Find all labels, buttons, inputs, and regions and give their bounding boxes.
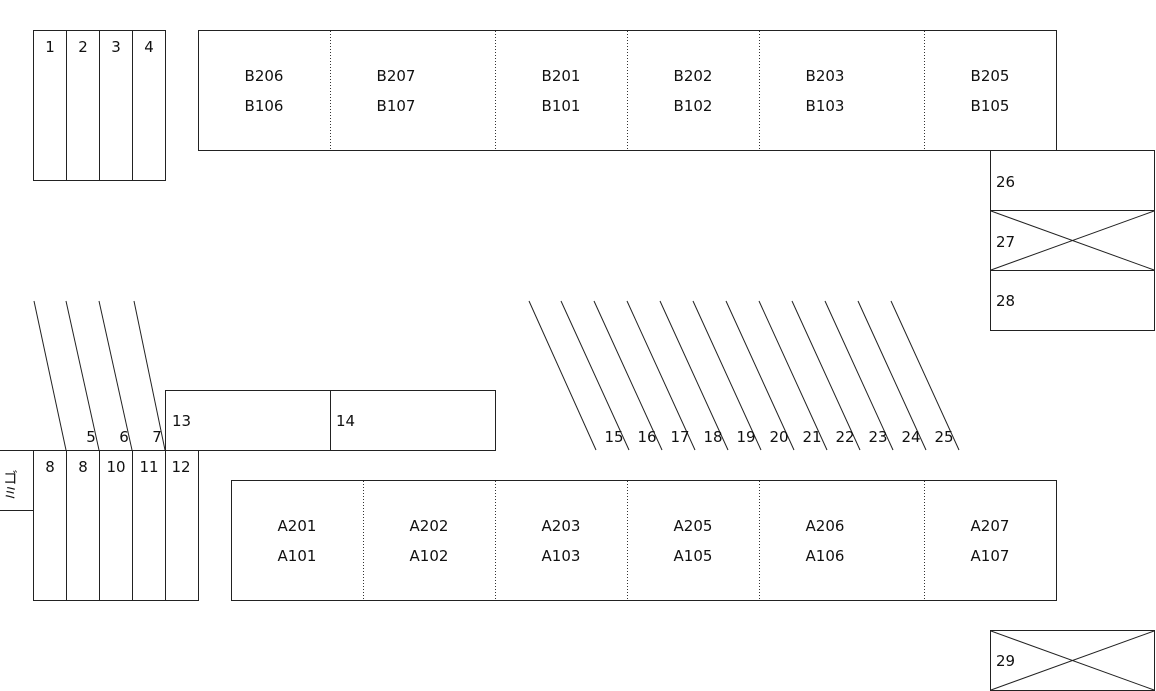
garbage-label: ゴミ (1, 470, 19, 500)
unit-label: A202 (410, 517, 449, 535)
space-label-18: 18 (703, 428, 722, 446)
unit-label: A107 (971, 547, 1010, 565)
unit-label: B207 (377, 67, 416, 85)
parking-space-29: 29 (990, 630, 1155, 691)
space-label-15: 15 (604, 428, 623, 446)
building-b: B206 B106 B207 B107 B201 B101 B202 B102 … (198, 30, 1057, 151)
unit-label: B203 (806, 67, 845, 85)
space-label-29: 29 (996, 652, 1015, 670)
space-label-3: 3 (111, 38, 121, 56)
space-label-5: 5 (86, 428, 96, 446)
space-label-16: 16 (637, 428, 656, 446)
unit-label: A102 (410, 547, 449, 565)
space-label-24: 24 (901, 428, 920, 446)
unit-label: A205 (674, 517, 713, 535)
space-label-22: 22 (835, 428, 854, 446)
angled-spaces-15-25: 15 16 17 18 19 20 21 22 23 24 25 (528, 300, 960, 451)
space-label-10: 10 (106, 458, 125, 476)
parking-block-26-28: 26 27 28 (990, 150, 1155, 331)
space-label-25: 25 (934, 428, 953, 446)
unit-label: A103 (542, 547, 581, 565)
parking-block-8-12: 8 8 10 11 12 (33, 450, 199, 601)
unit-label: A101 (278, 547, 317, 565)
space-label-7: 7 (152, 428, 162, 446)
unit-label: B106 (245, 97, 284, 115)
space-label-21: 21 (802, 428, 821, 446)
space-label-12: 12 (171, 458, 190, 476)
space-label-14: 14 (336, 412, 355, 430)
unit-label: B206 (245, 67, 284, 85)
parking-block-1-4: 1 2 3 4 (33, 30, 166, 181)
building-a: A201 A101 A202 A102 A203 A103 A205 A105 … (231, 480, 1057, 601)
space-label-19: 19 (736, 428, 755, 446)
space-label-11: 11 (139, 458, 158, 476)
space-label-13: 13 (172, 412, 191, 430)
unit-label: A207 (971, 517, 1010, 535)
space-label-6: 6 (119, 428, 129, 446)
unit-label: A105 (674, 547, 713, 565)
unit-label: B205 (971, 67, 1010, 85)
unit-label: B101 (542, 97, 581, 115)
unit-label: B103 (806, 97, 845, 115)
space-label-23: 23 (868, 428, 887, 446)
space-label-26: 26 (996, 173, 1015, 191)
unit-label: A203 (542, 517, 581, 535)
unit-label: B102 (674, 97, 713, 115)
parking-block-13-14: 13 14 (165, 390, 496, 451)
garbage-area: ゴミ (0, 450, 34, 511)
space-label-8: 8 (78, 458, 88, 476)
angled-spaces-5-7: 5 6 7 (33, 300, 166, 451)
space-label-2: 2 (78, 38, 88, 56)
unit-label: B201 (542, 67, 581, 85)
unit-label: A206 (806, 517, 845, 535)
space-label-27: 27 (996, 233, 1015, 251)
unit-label: A106 (806, 547, 845, 565)
unit-label: B107 (377, 97, 416, 115)
unit-label: B105 (971, 97, 1010, 115)
space-label-1: 1 (45, 38, 55, 56)
space-label-4: 4 (144, 38, 154, 56)
unit-label: A201 (278, 517, 317, 535)
space-label-20: 20 (769, 428, 788, 446)
unit-label: B202 (674, 67, 713, 85)
space-label-8: 8 (45, 458, 55, 476)
space-label-17: 17 (670, 428, 689, 446)
space-label-28: 28 (996, 292, 1015, 310)
